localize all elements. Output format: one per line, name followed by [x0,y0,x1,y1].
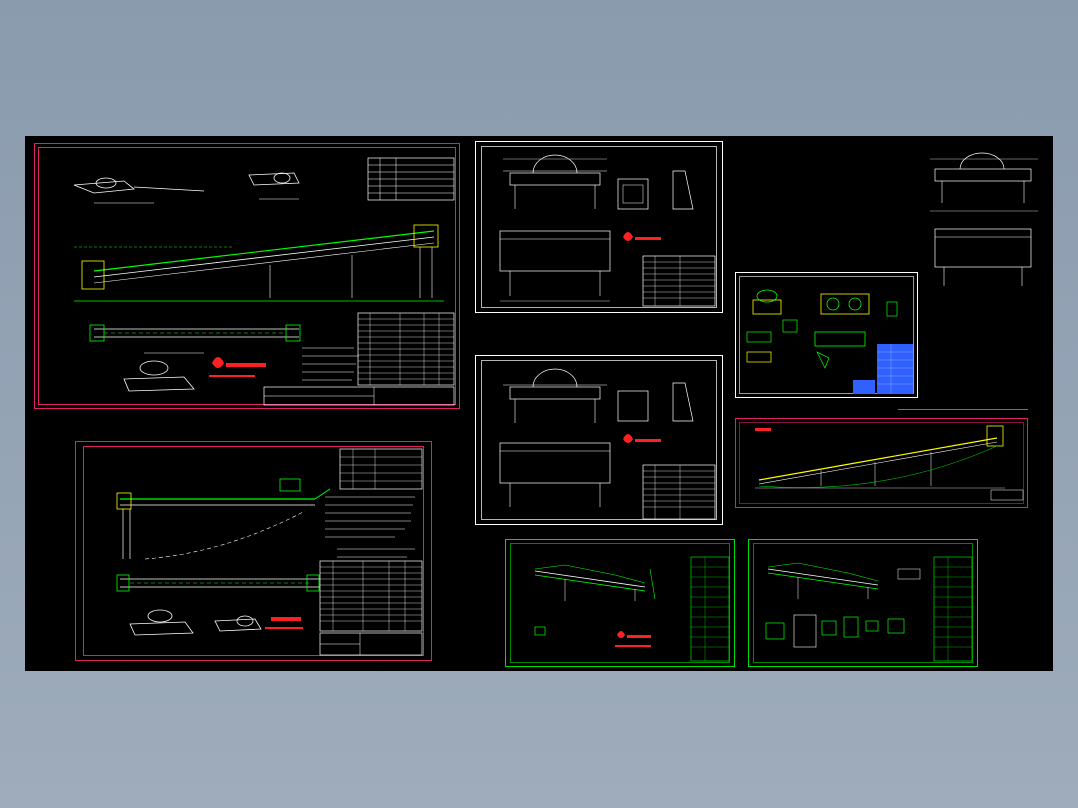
cad-drawing-canvas[interactable] [25,136,1053,671]
sheet-frame-views-unbordered[interactable] [920,151,1050,291]
sheet-4-drawing [475,355,723,525]
sheet-belt-conveyor-assembly-2[interactable] [75,441,432,661]
sheet-8-drawing [505,539,735,667]
sheet-conveyor-layout-green-2[interactable] [748,539,978,667]
sheet-drive-unit-detail[interactable] [735,272,918,398]
sheet-2-drawing [75,441,432,661]
sheet-belt-conveyor-assembly-1[interactable] [34,143,460,409]
sheet-7-drawing [735,418,1028,508]
sheet-5-drawing [930,152,1038,286]
sheet-conveyor-layout-green-1[interactable] [505,539,735,667]
sheet-6-drawing [735,272,918,398]
sheet-9-drawing [748,539,978,667]
sheet-3-drawing [475,141,723,313]
sheet-1-drawing [34,143,460,409]
sheet-frame-part-drawing-1[interactable] [475,141,723,313]
sheet-conveyor-elevation-small[interactable] [735,418,1028,508]
divider-line-green [898,409,1028,410]
sheet-frame-part-drawing-2[interactable] [475,355,723,525]
